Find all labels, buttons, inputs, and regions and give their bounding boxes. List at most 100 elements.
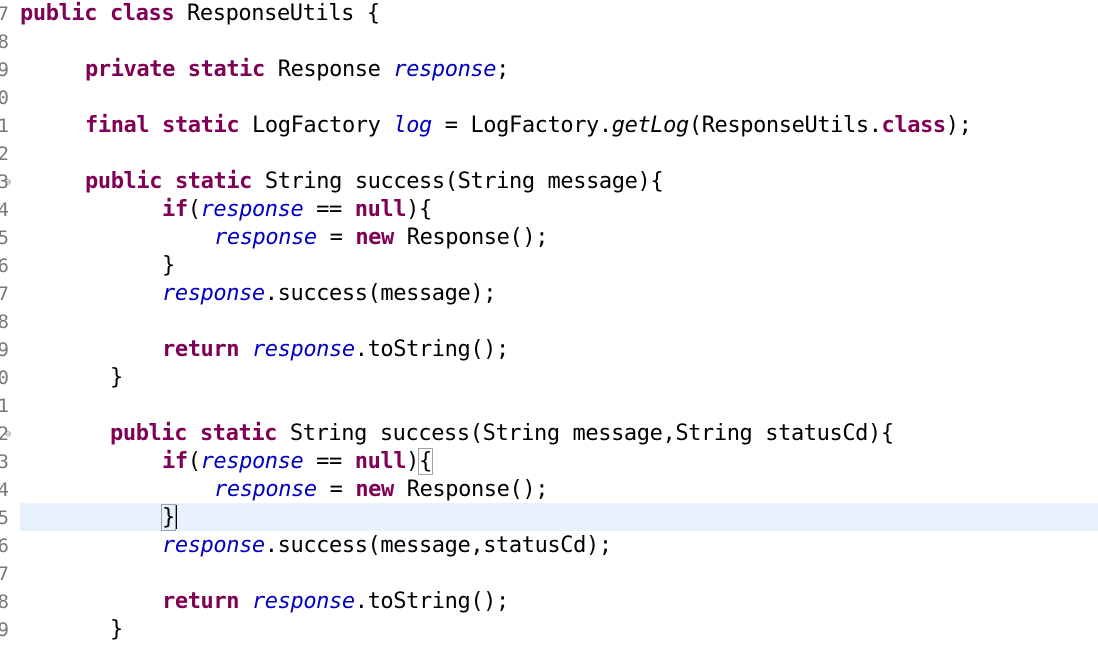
semicolon-token: ; — [598, 533, 612, 558]
field-response: response — [200, 197, 304, 222]
code-line-close-method[interactable]: } — [110, 364, 123, 392]
space-token — [252, 169, 265, 194]
collapse-fold-icon[interactable]: ⊖ — [5, 429, 12, 440]
space-token — [174, 1, 187, 26]
space-token — [752, 421, 765, 446]
keyword-private: private — [85, 57, 175, 82]
keyword-final: final — [85, 113, 150, 138]
line-number: 4 — [0, 479, 9, 501]
type-response: Response — [406, 225, 510, 250]
code-line-if-null[interactable]: if(response == null){ — [162, 448, 433, 476]
type-logfactory: LogFactory — [252, 113, 381, 138]
brace-token: { — [354, 1, 380, 26]
line-number-gutter[interactable]: 7 8 9 0 1 2 3 4 5 6 7 8 9 0 1 2 3 4 5 6 … — [0, 0, 14, 658]
eq-operator: == — [303, 197, 355, 222]
paren-token: ) — [406, 449, 419, 474]
type-string: String — [264, 169, 342, 194]
param-statuscd: statusCd — [483, 533, 586, 558]
space-token — [239, 589, 252, 614]
field-response: response — [214, 225, 317, 250]
space-token — [560, 421, 573, 446]
type-string: String — [457, 169, 535, 194]
semicolon-token: ; — [535, 477, 549, 502]
space-token — [239, 337, 252, 362]
brace-token: } — [162, 253, 175, 278]
code-line-return[interactable]: return response.toString(); — [162, 336, 509, 364]
code-line-call-success[interactable]: response.success(message); — [162, 280, 496, 308]
code-line-success-method[interactable]: public static String success(String mess… — [85, 168, 664, 196]
field-response: response — [393, 57, 497, 82]
line-number: 7 — [0, 3, 9, 25]
code-line-close-method[interactable]: } — [110, 616, 123, 644]
paren-token: ) — [470, 281, 484, 306]
matching-bracket: { — [417, 448, 433, 475]
line-number: 8 — [0, 311, 9, 333]
code-line-call-success-overload[interactable]: response.success(message,statusCd); — [162, 532, 612, 560]
line-number: 9 — [0, 339, 9, 361]
keyword-new: new — [355, 477, 394, 502]
eq-operator: == — [303, 449, 355, 474]
line-number: 9 — [0, 619, 9, 641]
code-line-return[interactable]: return response.toString(); — [162, 588, 509, 616]
param-statuscd: statusCd — [765, 421, 869, 446]
line-number: 9 — [0, 59, 9, 81]
field-response: response — [162, 281, 265, 306]
semicolon-token: ; — [496, 337, 509, 362]
line-number: 8 — [0, 591, 9, 613]
dot-token: . — [264, 533, 278, 558]
field-response: response — [162, 533, 265, 558]
code-area[interactable]: public class ResponseUtils { private sta… — [14, 0, 1098, 658]
dot-token: . — [868, 113, 882, 138]
field-response: response — [200, 449, 304, 474]
code-line-close-if[interactable]: } — [162, 252, 175, 280]
code-line-response-field[interactable]: private static Response response; — [85, 56, 509, 84]
field-response: response — [251, 337, 355, 362]
space-token — [342, 169, 355, 194]
line-number: 4 — [0, 199, 9, 221]
keyword-new: new — [355, 225, 394, 250]
code-line-close-if-current[interactable]: } — [161, 504, 177, 532]
line-number: 7 — [0, 563, 9, 585]
method-tostring: toString — [367, 337, 471, 362]
space-token — [175, 57, 188, 82]
line-number: 5 — [0, 227, 9, 249]
paren-token: ( — [469, 421, 483, 446]
code-line-if-null[interactable]: if(response == null){ — [162, 196, 432, 224]
code-line-log-field[interactable]: final static LogFactory log = LogFactory… — [85, 112, 972, 140]
code-line-new-response[interactable]: response = new Response(); — [214, 224, 548, 252]
param-message: message — [547, 169, 638, 194]
code-line-class-declaration[interactable]: public class ResponseUtils { — [20, 0, 380, 28]
keyword-class: class — [881, 113, 947, 138]
line-number: 6 — [0, 535, 9, 557]
equals-token: = — [316, 225, 356, 250]
space-token — [394, 225, 407, 250]
param-message: message — [380, 533, 471, 558]
brace-token: { — [650, 169, 664, 194]
keyword-public: public — [85, 169, 163, 194]
space-token — [97, 1, 110, 26]
method-success: success — [277, 533, 368, 558]
collapse-fold-icon[interactable]: ⊖ — [5, 177, 12, 188]
param-message: message — [572, 421, 663, 446]
method-success: success — [379, 421, 470, 446]
method-success: success — [277, 281, 368, 306]
code-line-success-overload[interactable]: public static String success(String mess… — [110, 420, 894, 448]
keyword-class: class — [109, 1, 175, 26]
space-token — [277, 421, 290, 446]
space-token — [239, 113, 252, 138]
space-token — [367, 421, 380, 446]
matching-bracket: } — [161, 504, 176, 531]
dot-token: . — [354, 589, 368, 614]
parens-token: () — [470, 589, 497, 614]
comma-token: , — [470, 533, 484, 558]
line-number: 0 — [0, 367, 9, 389]
space-token — [149, 113, 162, 138]
code-line-new-response[interactable]: response = new Response(); — [214, 476, 548, 504]
method-success: success — [354, 169, 445, 194]
brace-token: } — [110, 365, 123, 390]
paren-token: ( — [444, 169, 458, 194]
type-response: Response — [406, 477, 510, 502]
class-name: ResponseUtils — [187, 1, 355, 26]
line-number: 0 — [0, 87, 9, 109]
